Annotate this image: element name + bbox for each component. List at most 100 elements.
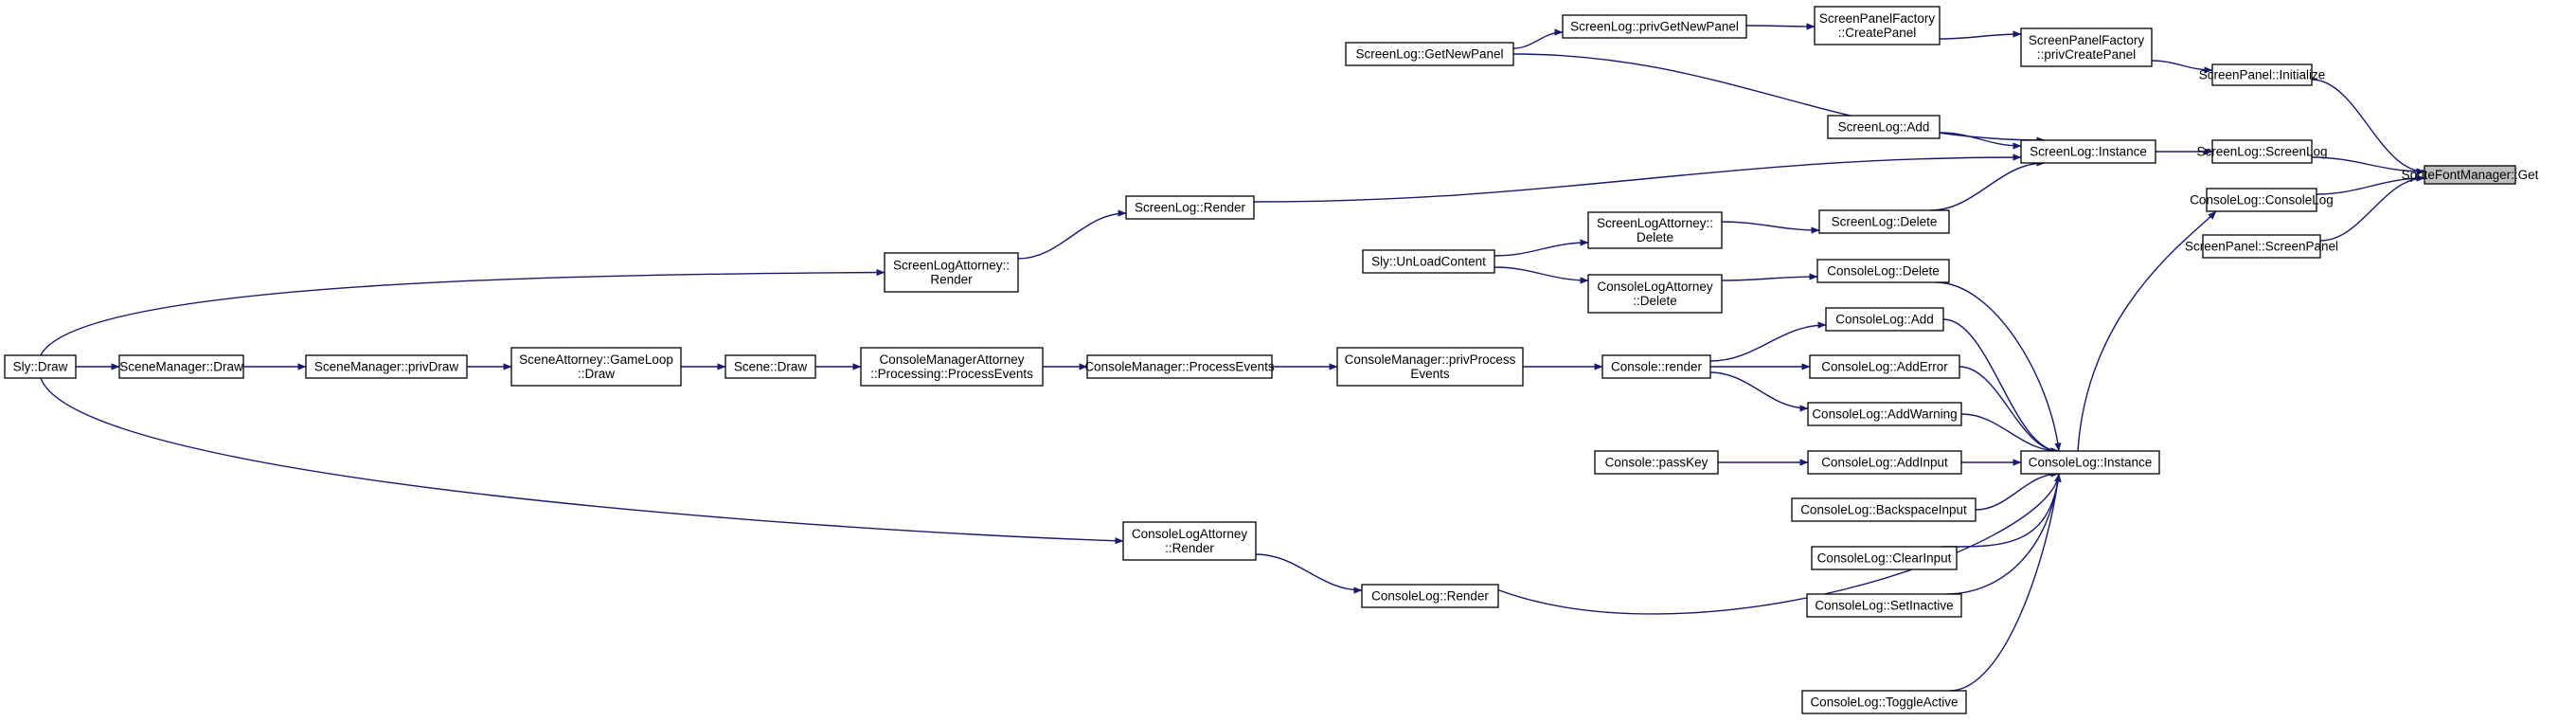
- edge-cl-toggle-to-cl-instance: [1949, 473, 2062, 692]
- edge-sl-getnew-to-sl-instance: [1512, 53, 2046, 144]
- node-sl-privgetnew[interactable]: ScreenLog::privGetNewPanel: [1562, 14, 1747, 39]
- edge-line: [1494, 266, 1589, 284]
- node-cl-instance[interactable]: ConsoleLog::Instance: [2020, 450, 2160, 475]
- edge-cl-add-to-cl-instance: [1942, 318, 2060, 455]
- edge-sl-screenlog-to-sprite-get: [2311, 156, 2425, 175]
- node-cl-add[interactable]: ConsoleLog::Add: [1825, 307, 1944, 332]
- node-label-line: SceneManager::Draw: [119, 360, 243, 374]
- node-label-line: ConsoleManager::privProcess: [1345, 352, 1516, 367]
- node-box: [1825, 307, 1944, 332]
- edge-console-render-to-cl-addwarning: [1709, 371, 1809, 412]
- node-spf-privcreate[interactable]: ScreenPanelFactory::privCreatePanel: [2020, 27, 2153, 67]
- edge-line: [1512, 53, 2046, 144]
- edge-sla-delete-to-sl-delete: [1721, 221, 1820, 234]
- edge-line: [1945, 473, 2062, 595]
- node-cl-toggle[interactable]: ConsoleLog::ToggleActive: [1801, 690, 1967, 714]
- node-box: [2020, 27, 2153, 67]
- edge-cl-setinactive-to-cl-instance: [1945, 473, 2062, 595]
- node-label-line: ConsoleLog::ClearInput: [1817, 551, 1952, 566]
- node-console-render[interactable]: Console::render: [1601, 354, 1711, 379]
- node-box: [860, 347, 1044, 387]
- node-sl-render[interactable]: ScreenLog::Render: [1125, 195, 1255, 220]
- node-sp-initialize[interactable]: ScreenPanel::Initialize: [2199, 63, 2326, 86]
- node-label-line: ScreenLog::ScreenLog: [2196, 145, 2327, 159]
- node-cla-render[interactable]: ConsoleLogAttorney::Render: [1122, 521, 1257, 561]
- node-box: [1587, 274, 1723, 314]
- node-sl-add[interactable]: ScreenLog::Add: [1827, 115, 1941, 139]
- node-label-line: ::privCreatePanel: [2037, 47, 2136, 62]
- node-sp-screenpanel[interactable]: ScreenPanel::ScreenPanel: [2185, 234, 2338, 259]
- node-box: [724, 354, 816, 379]
- node-cl-backspace[interactable]: ConsoleLog::BackspaceInput: [1791, 497, 1977, 522]
- node-cl-delete[interactable]: ConsoleLog::Delete: [1816, 259, 1950, 283]
- node-box: [1806, 593, 1962, 618]
- node-label-line: Sly::UnLoadContent: [1371, 255, 1486, 269]
- edges-layer: [40, 23, 2425, 692]
- node-sl-delete[interactable]: ScreenLog::Delete: [1818, 209, 1950, 234]
- node-scm-draw[interactable]: SceneManager::Draw: [118, 354, 244, 379]
- node-box: [2020, 139, 2156, 164]
- node-sl-instance[interactable]: ScreenLog::Instance: [2020, 139, 2156, 164]
- node-box: [1809, 354, 1960, 379]
- edge-line: [2077, 210, 2217, 452]
- node-label-line: ScreenLogAttorney::: [1597, 216, 1713, 230]
- node-sa-gameloop[interactable]: SceneAttorney::GameLoop::Draw: [510, 347, 682, 387]
- node-cl-render[interactable]: ConsoleLog::Render: [1361, 584, 1499, 608]
- node-label-line: ConsoleLog::SetInactive: [1815, 599, 1953, 613]
- node-box: [1587, 211, 1723, 249]
- node-box: [510, 347, 682, 387]
- edge-line: [1939, 132, 2022, 150]
- node-sl-screenlog[interactable]: ScreenLog::ScreenLog: [2196, 139, 2328, 164]
- node-sl-getnew[interactable]: ScreenLog::GetNewPanel: [1345, 42, 1514, 66]
- edge-cl-addwarning-to-cl-instance: [1960, 413, 2060, 455]
- node-sly-draw[interactable]: Sly::Draw: [4, 354, 77, 379]
- node-cla-delete[interactable]: ConsoleLogAttorney::Delete: [1587, 274, 1723, 314]
- node-label-line: ConsoleLog::ToggleActive: [1810, 695, 1958, 710]
- node-cl-addwarning[interactable]: ConsoleLog::AddWarning: [1807, 402, 1962, 426]
- node-sprite-get[interactable]: SpriteFontManager::Get: [2402, 165, 2539, 185]
- edge-sla-render-to-sl-render: [1017, 209, 1127, 260]
- node-sly-unload[interactable]: Sly::UnLoadContent: [1362, 249, 1495, 274]
- node-label-line: ::Render: [1165, 541, 1214, 555]
- node-cl-addinput[interactable]: ConsoleLog::AddInput: [1807, 450, 1962, 475]
- node-label-line: ScreenPanelFactory: [2029, 33, 2145, 47]
- edge-line: [1949, 473, 2062, 692]
- node-box: [1122, 521, 1257, 561]
- node-box: [1807, 450, 1962, 475]
- edge-line: [2151, 60, 2213, 74]
- node-label-line: ConsoleLogAttorney: [1132, 527, 1248, 541]
- node-scm-privdraw[interactable]: SceneManager::privDraw: [305, 354, 468, 379]
- edge-line: [1709, 371, 1809, 412]
- node-label-line: ::Processing::ProcessEvents: [870, 367, 1033, 381]
- edge-cl-adderror-to-cl-instance: [1959, 366, 2060, 455]
- node-sla-render[interactable]: ScreenLogAttorney::Render: [884, 252, 1019, 293]
- node-label-line: ::Draw: [578, 367, 615, 381]
- node-cm-process[interactable]: ConsoleManager::ProcessEvents: [1084, 354, 1275, 379]
- node-box: [2211, 139, 2313, 164]
- node-cl-setinactive[interactable]: ConsoleLog::SetInactive: [1806, 593, 1962, 618]
- node-box: [1807, 402, 1962, 426]
- edge-line: [1975, 470, 2060, 511]
- edge-line: [1709, 321, 1827, 362]
- node-label-line: ConsoleLog::Instance: [2029, 456, 2153, 470]
- edge-cl-backspace-to-cl-instance: [1975, 470, 2060, 511]
- node-scene-draw[interactable]: Scene::Draw: [724, 354, 816, 379]
- edge-sly-draw-to-sla-render: [40, 268, 886, 356]
- edge-line: [1512, 28, 1564, 49]
- node-cl-consolelog[interactable]: ConsoleLog::ConsoleLog: [2190, 188, 2334, 212]
- node-cma-process[interactable]: ConsoleManagerAttorney::Processing::Proc…: [860, 347, 1044, 387]
- node-sla-delete[interactable]: ScreenLogAttorney::Delete: [1587, 211, 1723, 249]
- node-label-line: Console::passKey: [1605, 456, 1708, 470]
- node-console-passkey[interactable]: Console::passKey: [1594, 450, 1719, 475]
- node-label-line: ScreenPanelFactory: [1819, 11, 1936, 26]
- node-cl-clearinput[interactable]: ConsoleLog::ClearInput: [1811, 546, 1958, 570]
- node-cl-adderror[interactable]: ConsoleLog::AddError: [1809, 354, 1960, 379]
- node-box: [305, 354, 468, 379]
- node-spf-create[interactable]: ScreenPanelFactory::CreatePanel: [1814, 6, 1941, 45]
- node-label-line: ScreenLog::Delete: [1832, 215, 1938, 229]
- node-label-line: ConsoleLog::Render: [1371, 589, 1489, 604]
- edge-line: [1939, 30, 2022, 40]
- node-label-line: ScreenLog::Instance: [2030, 145, 2147, 159]
- edge-spf-create-to-spf-privcreate: [1939, 30, 2022, 40]
